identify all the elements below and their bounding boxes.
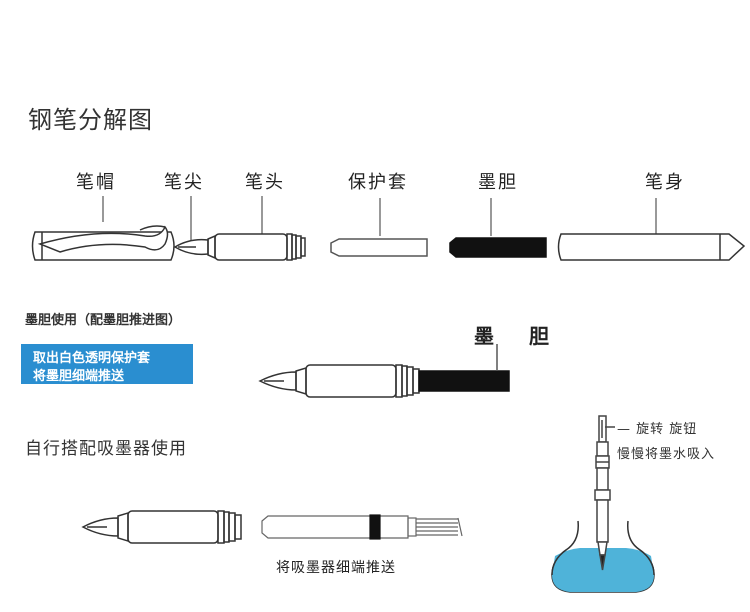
cartridge-callout-label: 墨 胆 — [474, 324, 563, 348]
label-cap: 笔帽 — [76, 172, 116, 193]
nib-section-drawing — [173, 233, 306, 261]
label-ink-cartridge: 墨胆 — [478, 172, 518, 193]
pen-with-cartridge-drawing — [258, 344, 510, 398]
barrel-drawing — [557, 233, 746, 261]
instruction-line-2: 将墨胆细端推送 — [33, 369, 125, 384]
label-nib: 笔尖 — [164, 172, 204, 193]
page-title: 钢笔分解图 — [28, 106, 153, 134]
instruction-banner: 取出白色透明保护套 将墨胆细端推送 — [21, 344, 193, 384]
label-barrel: 笔身 — [645, 172, 685, 193]
label-section: 笔头 — [245, 172, 285, 193]
cap-drawing — [31, 225, 175, 261]
cartridge-usage-heading: 墨胆使用（配墨胆推进图） — [25, 313, 182, 328]
leader-lines — [102, 196, 657, 240]
converter-usage-heading: 自行搭配吸墨器使用 — [25, 439, 187, 459]
turn-knob-caption: — 旋转 旋钮 — [617, 422, 698, 437]
draw-ink-caption: 慢慢将墨水吸入 — [617, 447, 716, 462]
protective-sleeve-drawing — [330, 238, 428, 257]
ink-cartridge-drawing — [449, 237, 547, 258]
instruction-line-1: 取出白色透明保护套 — [33, 351, 151, 366]
vertical-pen-drawing — [594, 415, 615, 571]
converter-push-caption: 将吸墨器细端推送 — [276, 560, 396, 576]
pen-with-converter-drawing — [81, 510, 463, 544]
label-protective-sleeve: 保护套 — [348, 172, 408, 193]
